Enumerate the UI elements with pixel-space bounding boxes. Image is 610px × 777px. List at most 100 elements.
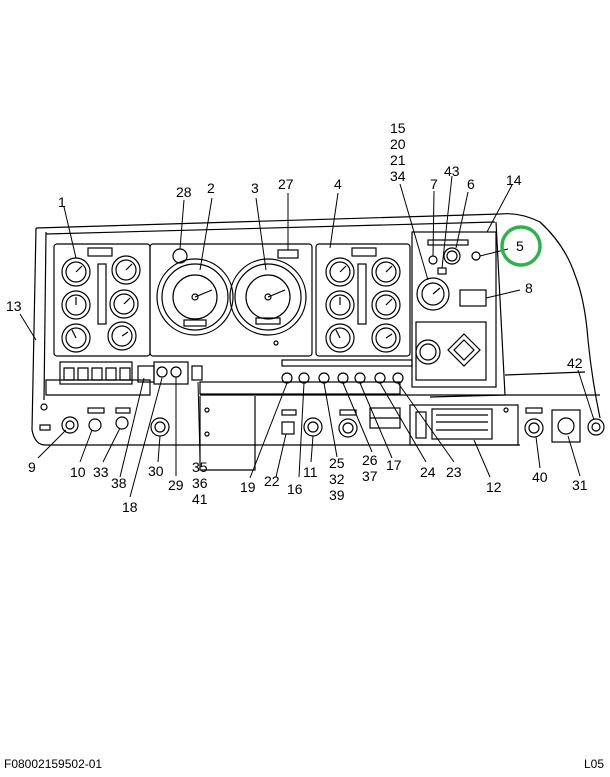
callout-32: 32 [329,471,345,487]
callout-20: 20 [390,136,406,152]
callout-28: 28 [176,184,192,200]
dash-right-trim [504,371,586,376]
callout-22: 22 [264,473,280,489]
control-9 [61,416,79,434]
callout-13: 13 [6,298,22,314]
control-42 [587,418,605,436]
callout-1: 1 [58,194,66,210]
callout-41: 41 [192,491,208,507]
callout-21: 21 [390,152,406,168]
dash-right-bezel [429,221,506,398]
switch-35 [191,365,203,381]
control-11 [303,417,323,437]
callout-24: 24 [420,464,436,480]
indicator-lamps [63,367,131,381]
callout-16: 16 [287,481,303,497]
indicator-43 [437,267,447,275]
rack-dot-1 [204,407,210,413]
callout-19: 19 [240,479,256,495]
callout-42: 42 [567,355,583,371]
left-cluster-gauges [61,255,141,353]
dash-left-edge [31,227,46,446]
radio-screw [503,407,509,413]
dash-outline [35,213,601,419]
callout-40: 40 [532,469,548,485]
indicator-6-inner [446,250,458,262]
control-9-inner [65,420,75,430]
lower-dash-rack [199,381,401,395]
center-panel-screw [273,340,279,346]
callout-38: 38 [111,475,127,491]
leader-lines [19,175,595,498]
control-30-inner [154,421,166,433]
figure-code: F08002159502-01 [4,757,103,771]
dash-shelf [45,379,151,396]
radio-display [436,414,488,431]
callout-37: 37 [362,468,378,484]
callout-6: 6 [467,176,475,192]
center-gauge-panel [149,243,313,357]
callout-26: 26 [362,452,378,468]
callout-labels: 1 2 3 4 5 6 7 8 9 10 11 12 13 14 15 20 2… [6,120,588,515]
callout-17: 17 [386,457,402,473]
callout-30: 30 [148,463,164,479]
callout-4: 4 [334,176,342,192]
lower-dash-bracket [199,396,256,471]
callout-11: 11 [303,464,318,480]
radio-face [431,408,493,440]
hazard-switch [415,333,481,367]
dash-top-inner [45,221,496,235]
tag-outlet [339,409,357,416]
right-cluster-bezel [315,243,411,357]
callout-27: 27 [278,176,294,192]
pyrometer-gauge [416,277,450,311]
callout-35: 35 [192,459,208,475]
left-cluster-tag [87,247,113,257]
right-cluster-tag [351,247,377,257]
tachometer [229,258,307,336]
tag-40 [525,407,543,414]
control-outlet [338,418,358,438]
screw-left [40,403,48,411]
switch-8 [459,289,487,307]
callout-15: 15 [390,120,406,136]
control-30 [150,417,170,437]
pyrometer-inner [421,282,445,306]
rack-dot-2 [204,431,210,437]
knob-18 [156,366,168,378]
callout-29: 29 [168,477,184,493]
control-outlet-inner [342,422,354,434]
control-31 [557,417,575,435]
radio-slot [415,411,427,439]
callout-5: 5 [516,238,524,254]
callout-2: 2 [207,180,215,196]
tag-left [39,424,51,431]
control-42-inner [591,422,601,432]
control-40-inner [528,422,540,434]
knob-29 [170,366,182,378]
callout-23: 23 [446,464,462,480]
lower-switch-panel [415,321,487,381]
callout-3: 3 [251,180,259,196]
indicator-lamp-strip [59,361,133,385]
callout-14: 14 [506,172,522,188]
callout-43: 43 [444,163,460,179]
control-10 [88,418,102,432]
dash-inner-edge [43,231,47,401]
indicator-5 [471,251,481,261]
tag-10 [87,407,105,414]
control-11-inner [307,421,319,433]
callout-31: 31 [572,477,588,493]
callout-9: 9 [28,459,36,475]
tag-22 [281,409,297,416]
cluster-light-row [281,359,413,367]
callout-36: 36 [192,475,208,491]
callout-8: 8 [525,280,533,296]
callout-34: 34 [390,168,406,184]
odometer-display [277,249,299,259]
right-panel-tag [427,239,469,246]
callout-7: 7 [430,176,438,192]
tag-33 [115,407,131,414]
page-code: L05 [583,757,604,771]
